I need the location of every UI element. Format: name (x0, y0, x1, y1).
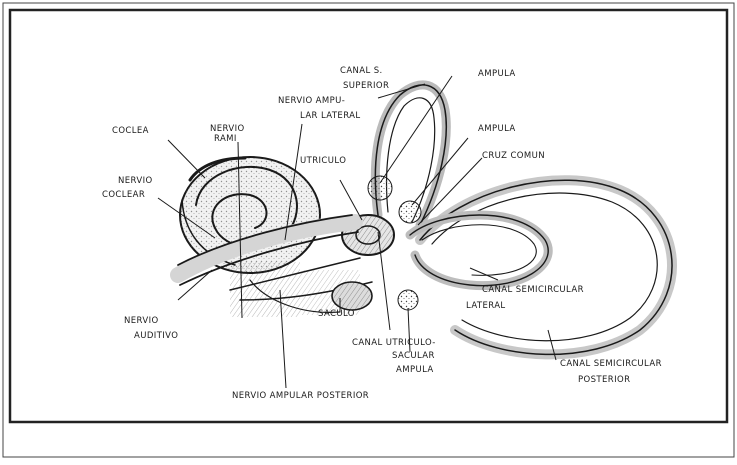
label-utriculo: UTRICULO (300, 156, 346, 166)
anatomy-drawing (178, 85, 672, 355)
label-ampula-mid: AMPULA (478, 124, 516, 134)
label-nervio-ampular-lateral-1: NERVIO AMPU- (278, 96, 345, 106)
label-canal-superior-1: CANAL S. (340, 66, 383, 76)
label-nervio-ampular-lateral-2: LAR LATERAL (300, 111, 361, 121)
label-canal-semicircular-lateral-1: CANAL SEMICIRCULAR (482, 285, 584, 295)
label-nervio-rami-1: NERVIO (210, 124, 245, 134)
label-nervio-coclear-1: NERVIO (118, 176, 153, 186)
label-canal-semicircular-posterior-1: CANAL SEMICIRCULAR (560, 359, 662, 369)
label-cruz-comun: CRUZ COMUN (482, 151, 545, 161)
label-nervio-ampular-posterior: NERVIO AMPULAR POSTERIOR (232, 391, 369, 401)
label-ampula-top: AMPULA (478, 69, 516, 79)
lateral-canal-shape (410, 215, 548, 286)
label-ampula-bottom: AMPULA (396, 365, 434, 375)
label-canal-semicircular-lateral-2: LATERAL (466, 301, 506, 311)
saccule-shape (332, 282, 372, 310)
label-nervio-auditivo-2: AUDITIVO (134, 331, 178, 341)
label-saculo: SACULO (318, 309, 355, 319)
label-canal-superior-2: SUPERIOR (343, 81, 389, 91)
label-nervio-rami-2: RAMI (214, 134, 237, 144)
label-canal-utriculo-sacular-1: CANAL UTRICULO- (352, 338, 436, 348)
label-canal-utriculo-sacular-2: SACULAR (392, 351, 435, 361)
label-coclea: COCLEA (112, 126, 149, 136)
label-nervio-auditivo-1: NERVIO (124, 316, 159, 326)
label-canal-semicircular-posterior-2: POSTERIOR (578, 375, 630, 385)
label-nervio-coclear-2: COCLEAR (102, 190, 145, 200)
